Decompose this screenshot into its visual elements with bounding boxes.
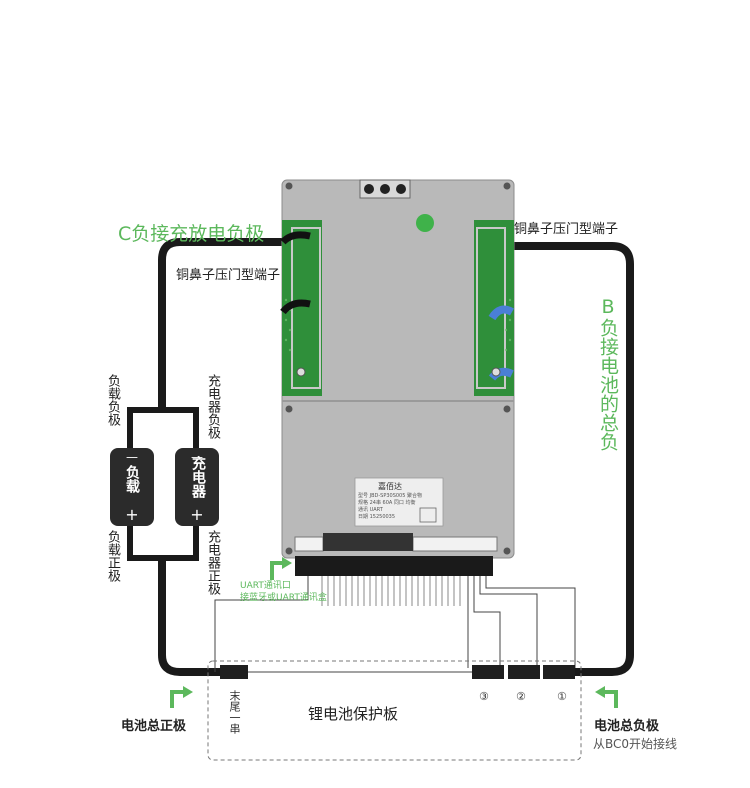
uart-label: UART通讯口 接蓝牙或UART通讯盒	[240, 580, 327, 604]
uart-arrow-icon	[270, 561, 282, 580]
wire-harness-block	[295, 556, 493, 576]
load-minus-sign: —	[126, 450, 138, 464]
cell-3	[472, 665, 504, 679]
load-positive-branch	[127, 524, 162, 561]
load-device-label: 负载	[124, 465, 140, 493]
charger-positive-branch	[162, 524, 199, 561]
charger-device-label: 充电器	[190, 456, 206, 498]
sticker-brand: 嘉佰达	[378, 482, 402, 491]
negative-arrow-icon	[605, 690, 618, 708]
b-negative-label: B负接电池的总负	[597, 296, 619, 451]
load-negative-branch	[127, 407, 162, 448]
blue-cable-2	[488, 367, 514, 381]
cell-3-label: ③	[479, 690, 489, 703]
charger-negative-branch	[162, 407, 199, 448]
protection-board-label: 锂电池保护板	[308, 705, 399, 723]
uart-connector	[294, 536, 324, 552]
harness-wires	[321, 576, 461, 606]
last-series-label: 末尾一串	[228, 690, 241, 734]
sampling-connector	[412, 536, 498, 552]
sticker-line-2: 规格 24串 60A 同口 均衡	[358, 500, 416, 506]
start-from-bc0-label: 从BC0开始接线	[593, 737, 678, 751]
battery-total-positive-label: 电池总正极	[121, 719, 187, 734]
load-positive-label: 负载正极	[105, 530, 120, 582]
sampling-wires	[214, 576, 576, 672]
cell-2	[508, 665, 540, 679]
sticker-line-1: 型号 JBD-SP30S005 聚合物	[358, 493, 423, 499]
cell-last-series	[220, 665, 248, 679]
charger-plus-sign: +	[190, 505, 204, 524]
uart-label-line-2: 接蓝牙或UART通讯盒	[240, 593, 327, 603]
sticker-line-3: 通讯 UART	[358, 507, 383, 513]
qc-sticker	[416, 214, 434, 232]
charger-positive-label: 充电器正极	[205, 530, 220, 595]
cell-1-label: ①	[557, 690, 567, 703]
charger-negative-label: 充电器负极	[205, 374, 220, 439]
charger-device-body	[175, 448, 219, 526]
lug-label-right: 铜鼻子压门型端子	[514, 222, 619, 237]
positive-loop-wire	[158, 558, 222, 676]
cell-2-label: ②	[516, 690, 526, 703]
c-negative-label: C负接充放电负极	[118, 223, 265, 245]
negative-c-wire	[158, 238, 288, 410]
lug-label-left: 铜鼻子压门型端子	[176, 268, 281, 283]
sticker-text: 型号 JBD-SP30S005 聚合物 规格 24串 60A 同口 均衡 通讯 …	[358, 493, 440, 521]
positive-arrow-icon	[170, 690, 183, 708]
product-sticker	[354, 477, 444, 527]
battery-total-negative-label: 电池总负极	[594, 719, 660, 734]
cell-1	[543, 665, 575, 679]
load-negative-label: 负载负极	[105, 374, 120, 426]
protection-board-outline	[207, 660, 582, 761]
load-device-body	[110, 448, 154, 526]
lug-wire-left-mid	[280, 299, 311, 315]
blue-cable-1	[488, 305, 515, 321]
lug-wire-left-top	[280, 231, 311, 245]
charger-minus-sign: —	[191, 450, 203, 464]
load-plus-sign: +	[125, 505, 139, 524]
sticker-line-4: 日期 15250035	[358, 514, 396, 520]
negative-b-wire	[512, 242, 634, 676]
uart-label-line-1: UART通讯口	[240, 581, 291, 591]
